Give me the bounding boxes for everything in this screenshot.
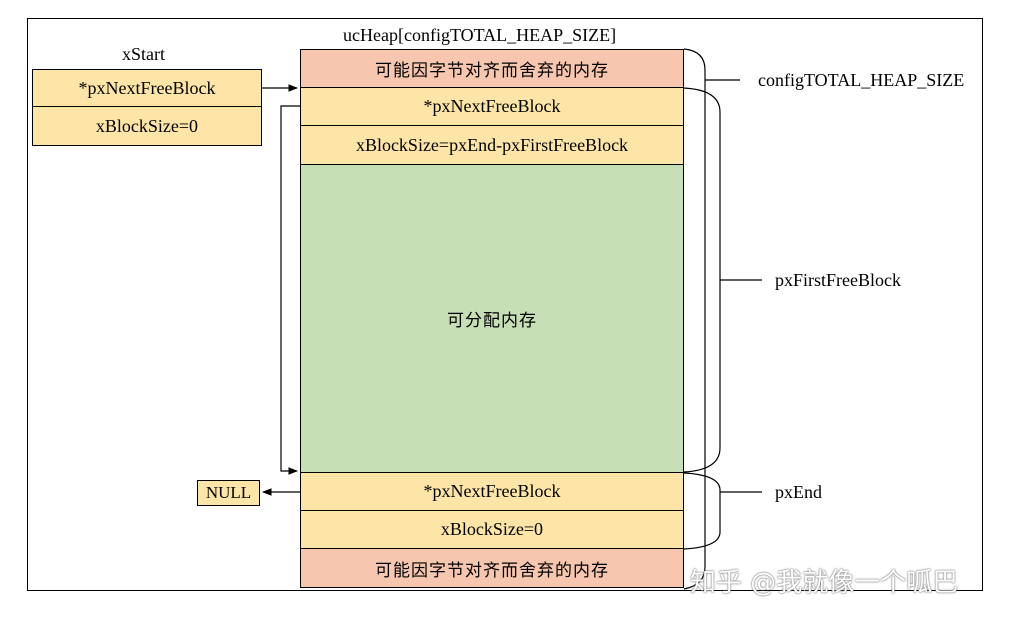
first-free-brace [683,87,721,473]
xstart-next-field: *pxNextFreeBlock [32,69,262,107]
first-free-size-field: xBlockSize=pxEnd-pxFirstFreeBlock [300,125,684,165]
pxend-label: pxEnd [775,482,822,502]
diagram-frame [27,18,983,591]
end-next-field: *pxNextFreeBlock [300,472,684,511]
xstart-label: xStart [122,44,165,64]
first-free-to-end-arrow [280,105,300,475]
first-free-block-label: pxFirstFreeBlock [775,270,901,290]
allocatable-memory: 可分配内存 [300,164,684,473]
watermark: 知乎 @我就像一个呱巴 [690,568,959,598]
null-box: NULL [197,480,260,506]
xstart-size-field: xBlockSize=0 [32,106,262,146]
total-heap-size-label: configTOTAL_HEAP_SIZE [758,70,965,90]
alignment-waste-bottom: 可能因字节对齐而舍弃的内存 [300,548,684,588]
alignment-waste-top: 可能因字节对齐而舍弃的内存 [300,49,684,88]
pxend-brace [683,472,721,550]
total-heap-brace [683,48,706,590]
heap-title: ucHeap[configTOTAL_HEAP_SIZE] [343,25,617,45]
first-free-next-field: *pxNextFreeBlock [300,87,684,126]
